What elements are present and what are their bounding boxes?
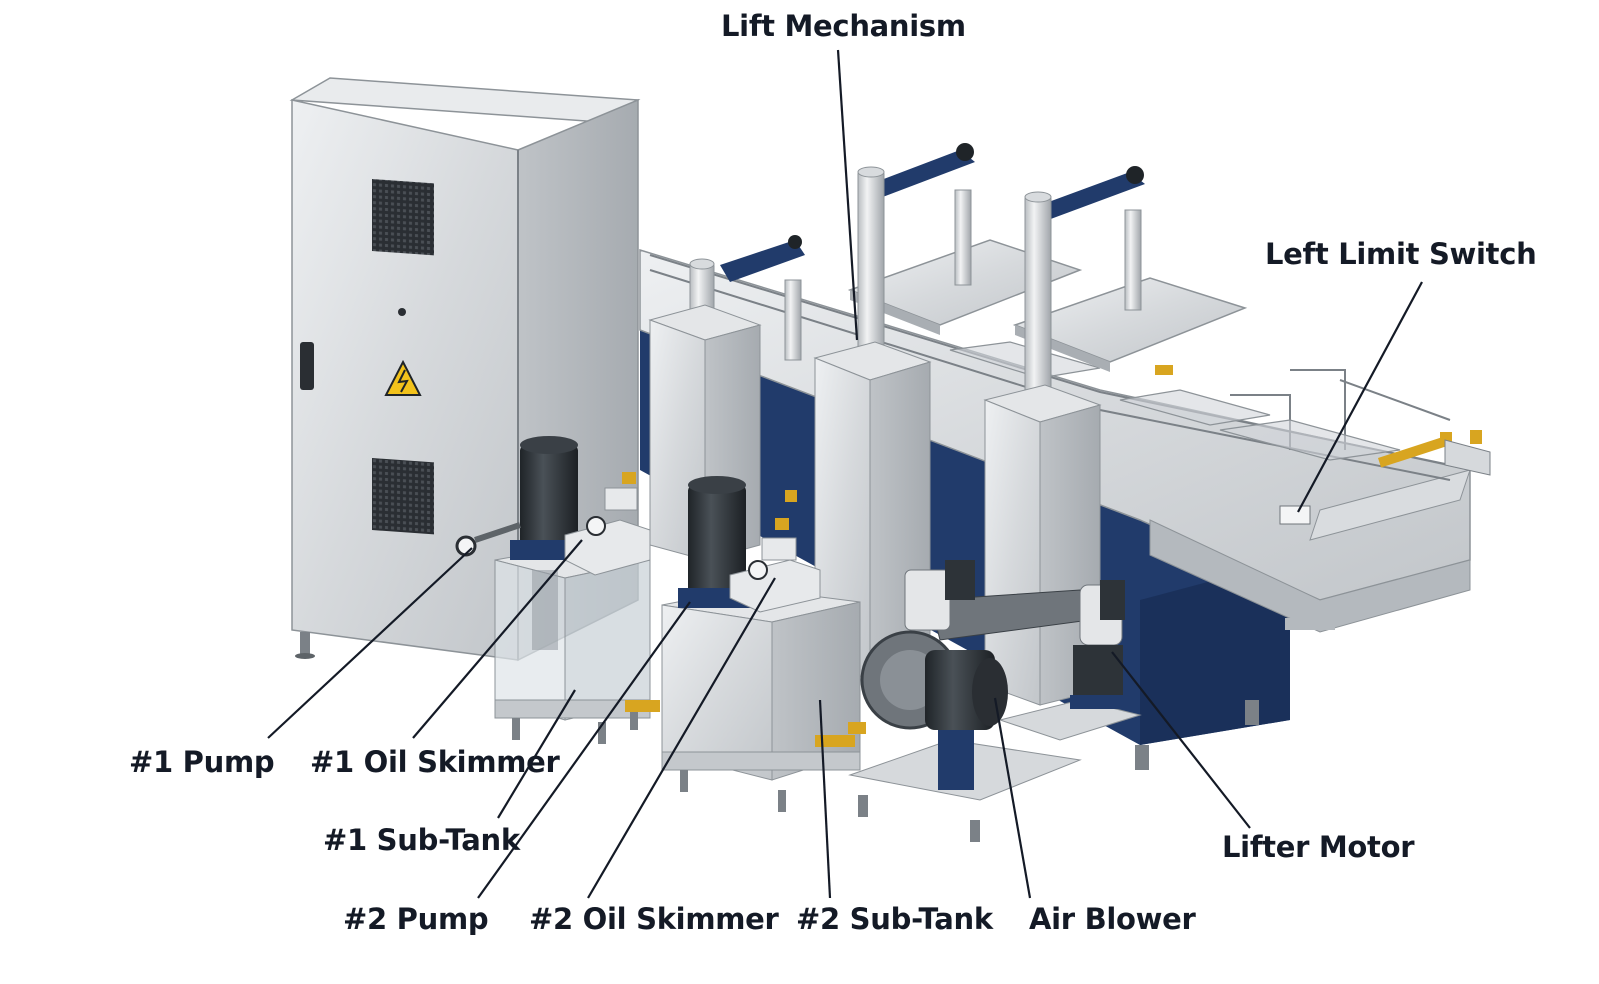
label-pump-1: #1 Pump (129, 745, 275, 779)
label-left-limit-switch: Left Limit Switch (1265, 237, 1537, 271)
leader-oil-skimmer-1 (412, 539, 583, 739)
oil-skimmer-1 (564, 472, 651, 576)
label-lifter-motor: Lifter Motor (1222, 830, 1415, 864)
conveyor-line (639, 248, 1491, 770)
label-pump-2: #2 Pump (343, 902, 489, 936)
sub-tank-1 (494, 544, 660, 744)
label-sub-tank-1: #1 Sub-Tank (323, 823, 520, 857)
leader-lines (267, 49, 1423, 899)
basket (949, 341, 1401, 461)
label-lift-mechanism: Lift Mechanism (721, 9, 966, 43)
leader-lifter-motor (1111, 651, 1251, 829)
lifter-motor (1070, 580, 1130, 709)
leader-sub-tank-2 (818, 699, 832, 899)
leader-left-limit-switch (1297, 281, 1423, 513)
leader-sub-tank-1 (497, 689, 576, 819)
leader-pump-1 (267, 547, 473, 739)
air-blower (848, 560, 1142, 842)
leader-pump-2 (477, 601, 691, 899)
leader-oil-skimmer-2 (587, 577, 776, 899)
warning-icon (384, 359, 422, 396)
pillar-housings (648, 304, 1102, 706)
leader-air-blower (993, 697, 1032, 899)
vent-grille (372, 179, 434, 256)
label-air-blower: Air Blower (1029, 902, 1196, 936)
left-limit-switch-part (1279, 505, 1311, 525)
label-oil-skimmer-1: #1 Oil Skimmer (310, 745, 560, 779)
blower-duct (904, 560, 1091, 641)
vent-grille (372, 458, 434, 535)
label-sub-tank-2: #2 Sub-Tank (796, 902, 993, 936)
leader-lift-mechanism (836, 49, 859, 341)
oil-skimmer-2 (729, 490, 821, 613)
pump-2 (678, 476, 758, 608)
door-handle (300, 342, 314, 390)
label-oil-skimmer-2: #2 Oil Skimmer (529, 902, 779, 936)
sub-tank-2 (661, 587, 866, 812)
